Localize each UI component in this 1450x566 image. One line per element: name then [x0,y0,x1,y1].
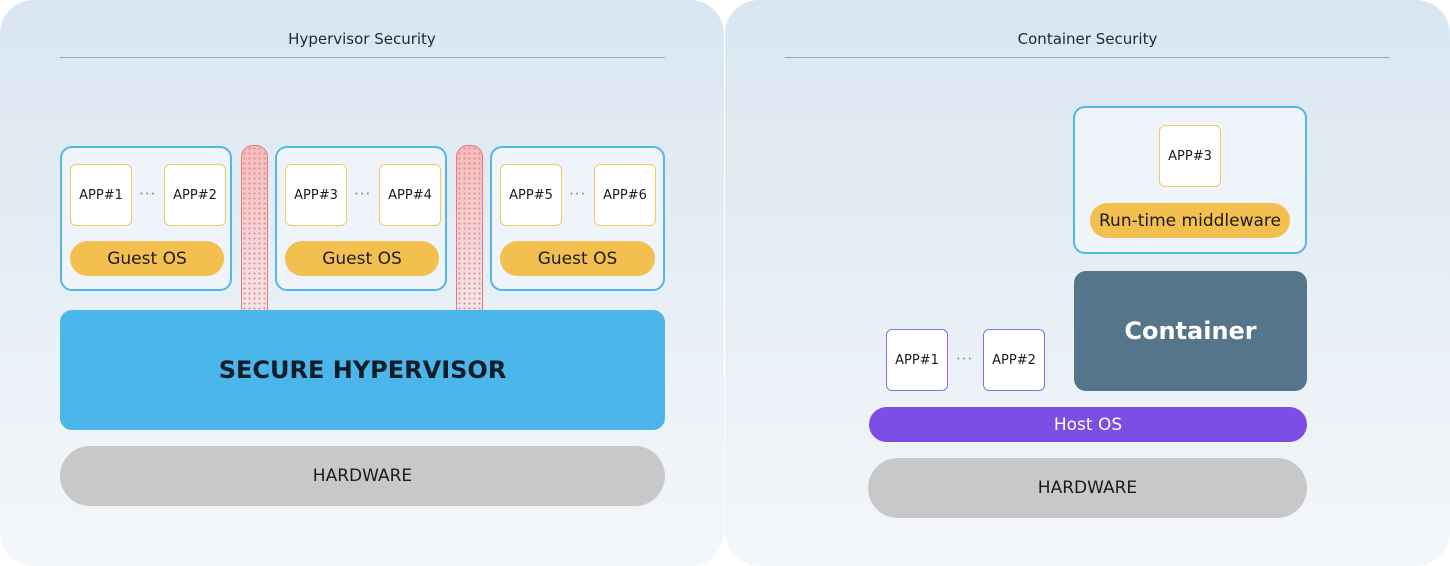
host-app-2: APP#2 [983,329,1045,391]
isolation-barrier-1 [241,145,268,311]
vm1-app-2: APP#2 [164,164,226,226]
container-app: APP#3 [1159,125,1221,187]
vm3-app-2: APP#6 [594,164,656,226]
vm3-separator: ··· [569,185,587,203]
title-divider [60,57,665,58]
host-app-1: APP#1 [886,329,948,391]
vm3-guest-os: Guest OS [500,241,655,276]
title-divider [785,57,1390,58]
vm2-app-1: APP#3 [285,164,347,226]
secure-hypervisor-layer: SECURE HYPERVISOR [60,310,665,430]
container-layer: Container [1074,271,1307,391]
host-os-layer: Host OS [869,407,1307,442]
hypervisor-panel-title: Hypervisor Security [288,30,436,48]
virtual-machine-1: APP#1 ··· APP#2 Guest OS [60,146,232,291]
vm2-separator: ··· [354,185,372,203]
vm3-app-1: APP#5 [500,164,562,226]
vm1-app-1: APP#1 [70,164,132,226]
vm2-app-2: APP#4 [379,164,441,226]
vm1-separator: ··· [139,185,157,203]
runtime-middleware: Run-time middleware [1090,203,1290,238]
virtual-machine-2: APP#3 ··· APP#4 Guest OS [275,146,447,291]
vm1-guest-os: Guest OS [70,241,224,276]
virtual-machine-3: APP#5 ··· APP#6 Guest OS [490,146,665,291]
vm2-guest-os: Guest OS [285,241,439,276]
container-panel-title: Container Security [1017,30,1158,48]
host-apps-separator: ··· [956,350,974,368]
hypervisor-hardware-layer: HARDWARE [60,446,665,506]
isolation-barrier-2 [456,145,483,311]
containerized-app-box: APP#3 Run-time middleware [1073,106,1307,254]
container-hardware-layer: HARDWARE [868,458,1307,518]
